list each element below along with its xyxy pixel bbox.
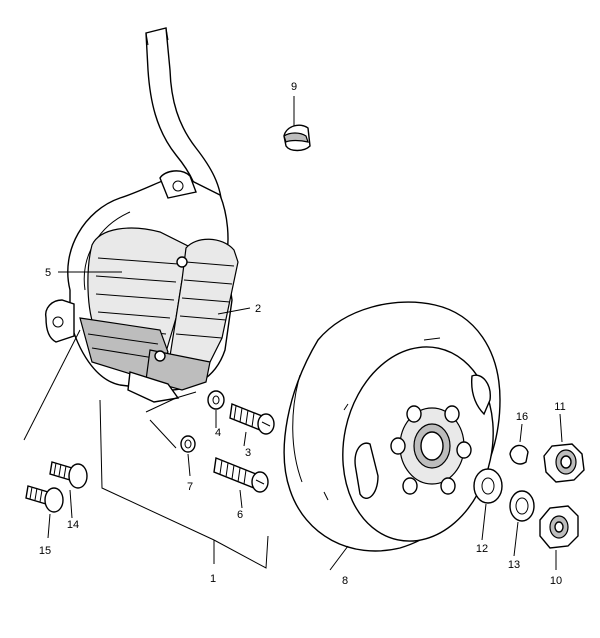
part-number-12: 12 — [476, 543, 488, 555]
part-number-14: 14 — [67, 519, 79, 531]
part-number-16: 16 — [516, 411, 528, 423]
part-number-10: 10 — [550, 575, 562, 587]
part-number-9: 9 — [291, 81, 297, 93]
part-number-15: 15 — [39, 545, 51, 557]
part-number-11: 11 — [554, 401, 565, 413]
flywheel-rotor — [283, 301, 501, 552]
part-number-1: 1 — [210, 573, 216, 585]
part-number-3: 3 — [245, 447, 251, 459]
part-number-2: 2 — [255, 303, 261, 315]
leader-lines — [23, 96, 563, 571]
small-screw-parts — [25, 461, 88, 513]
part-number-5: 5 — [45, 267, 51, 279]
part-numbers: 1 2 3 4 5 6 7 8 9 10 11 12 13 14 15 16 — [39, 81, 566, 587]
washer-parts — [180, 390, 225, 453]
part-number-6: 6 — [237, 509, 243, 521]
part-number-13: 13 — [508, 559, 520, 571]
part-number-7: 7 — [187, 481, 193, 493]
stator-assembly — [45, 170, 239, 403]
part-number-8: 8 — [342, 575, 348, 587]
part-number-4: 4 — [215, 427, 221, 439]
screw-parts — [213, 403, 275, 493]
fastener-parts — [473, 443, 585, 549]
grommet-part — [283, 124, 311, 152]
